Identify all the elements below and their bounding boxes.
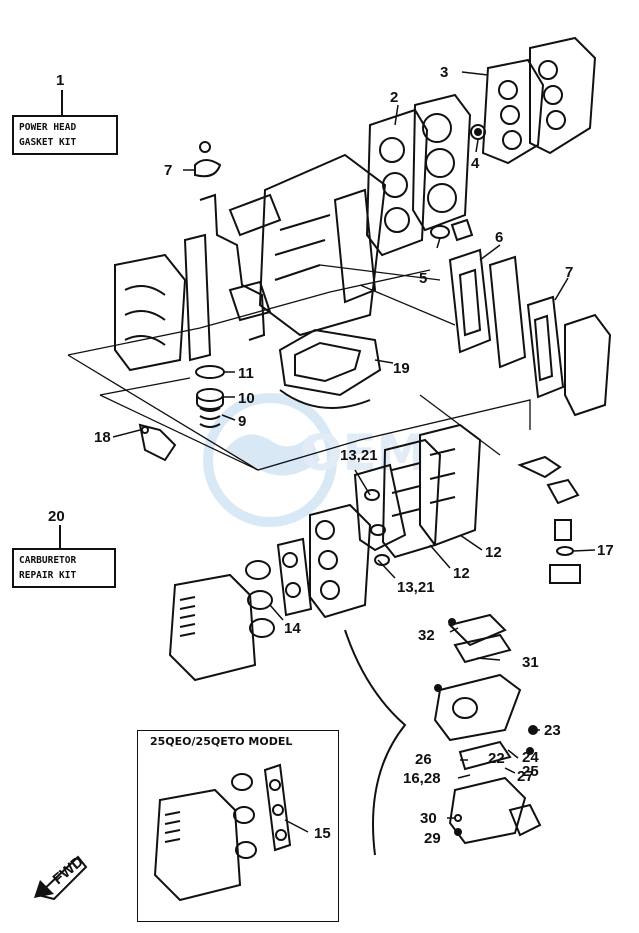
callout-5: 5: [419, 270, 427, 287]
model-variant-title: 25QEO/25QETO MODEL: [150, 735, 293, 748]
callout-leaders: [112, 71, 596, 833]
callout-27: 27: [517, 768, 534, 785]
fwd-arrow-icon: FWD: [34, 853, 88, 901]
exhaust-cover: [114, 253, 187, 372]
carburetor-kit-line1: CARBURETOR: [19, 555, 77, 566]
cylinder-head-gasket: [365, 93, 472, 257]
crankcase-block: [228, 153, 387, 337]
callout-9: 9: [238, 413, 246, 430]
model-box-parts: [153, 763, 292, 902]
callout-11: 11: [238, 365, 254, 382]
crankshaft: [183, 193, 272, 362]
oil-pan-gasket: [278, 328, 382, 409]
exhaust-gaskets: [448, 248, 612, 417]
callout-26: 26: [415, 751, 432, 768]
callout-22: 22: [488, 750, 505, 767]
callout-6: 6: [495, 229, 503, 246]
callout-3: 3: [440, 64, 448, 81]
model-variant-box: 25QEO/25QETO MODEL: [137, 730, 339, 922]
callout-23: 23: [544, 722, 561, 739]
callout-4: 4: [471, 155, 480, 172]
power-head-frame: [67, 264, 531, 471]
cylinder-head-cover: [481, 36, 597, 165]
power-head-gasket-kit-label: POWER HEAD GASKET KIT: [12, 115, 118, 155]
callout-2: 2: [390, 89, 398, 106]
callout-31: 31: [522, 654, 539, 671]
power-head-kit-line2: GASKET KIT: [19, 137, 77, 148]
carburetor-ports: [245, 503, 372, 638]
callout-10: 10: [238, 390, 255, 407]
callout-14: 14: [284, 620, 301, 637]
callout-30: 30: [420, 810, 437, 827]
callout-13-21-bottom: 13,21: [397, 579, 435, 596]
fwd-label: FWD: [50, 853, 87, 888]
callout-15: 15: [314, 825, 331, 842]
power-head-kit-line1: POWER HEAD: [19, 122, 77, 133]
fuel-pump: [517, 455, 581, 584]
callout-labels: 3 2 4 7 6 7 5 19 11 10 9 18 13,21 12 12 …: [94, 64, 614, 847]
intake-silencer: [168, 573, 257, 682]
callout-13-21-top: 13,21: [340, 447, 378, 464]
carburetor-assembly: [344, 613, 542, 856]
callout-24: 24: [522, 749, 539, 766]
callout-7: 7: [565, 264, 573, 281]
callout-25: 25: [522, 763, 539, 780]
callout-16-28: 16,28: [403, 770, 441, 787]
callout-8: 7: [164, 162, 172, 179]
callout-12-lower: 12: [453, 565, 470, 582]
callout-32: 32: [418, 627, 435, 644]
callout-17: 17: [597, 542, 614, 559]
carburetor-repair-kit-label: CARBURETOR REPAIR KIT: [12, 548, 116, 588]
bracket-18: [138, 423, 177, 462]
kit-number-20: 20: [48, 508, 65, 525]
callout-19: 19: [393, 360, 410, 377]
callout-18: 18: [94, 429, 111, 446]
callout-12-right: 12: [485, 544, 502, 561]
carburetor-kit-line2: REPAIR KIT: [19, 570, 77, 581]
kit-number-1: 1: [56, 72, 65, 89]
callout-29: 29: [424, 830, 441, 847]
